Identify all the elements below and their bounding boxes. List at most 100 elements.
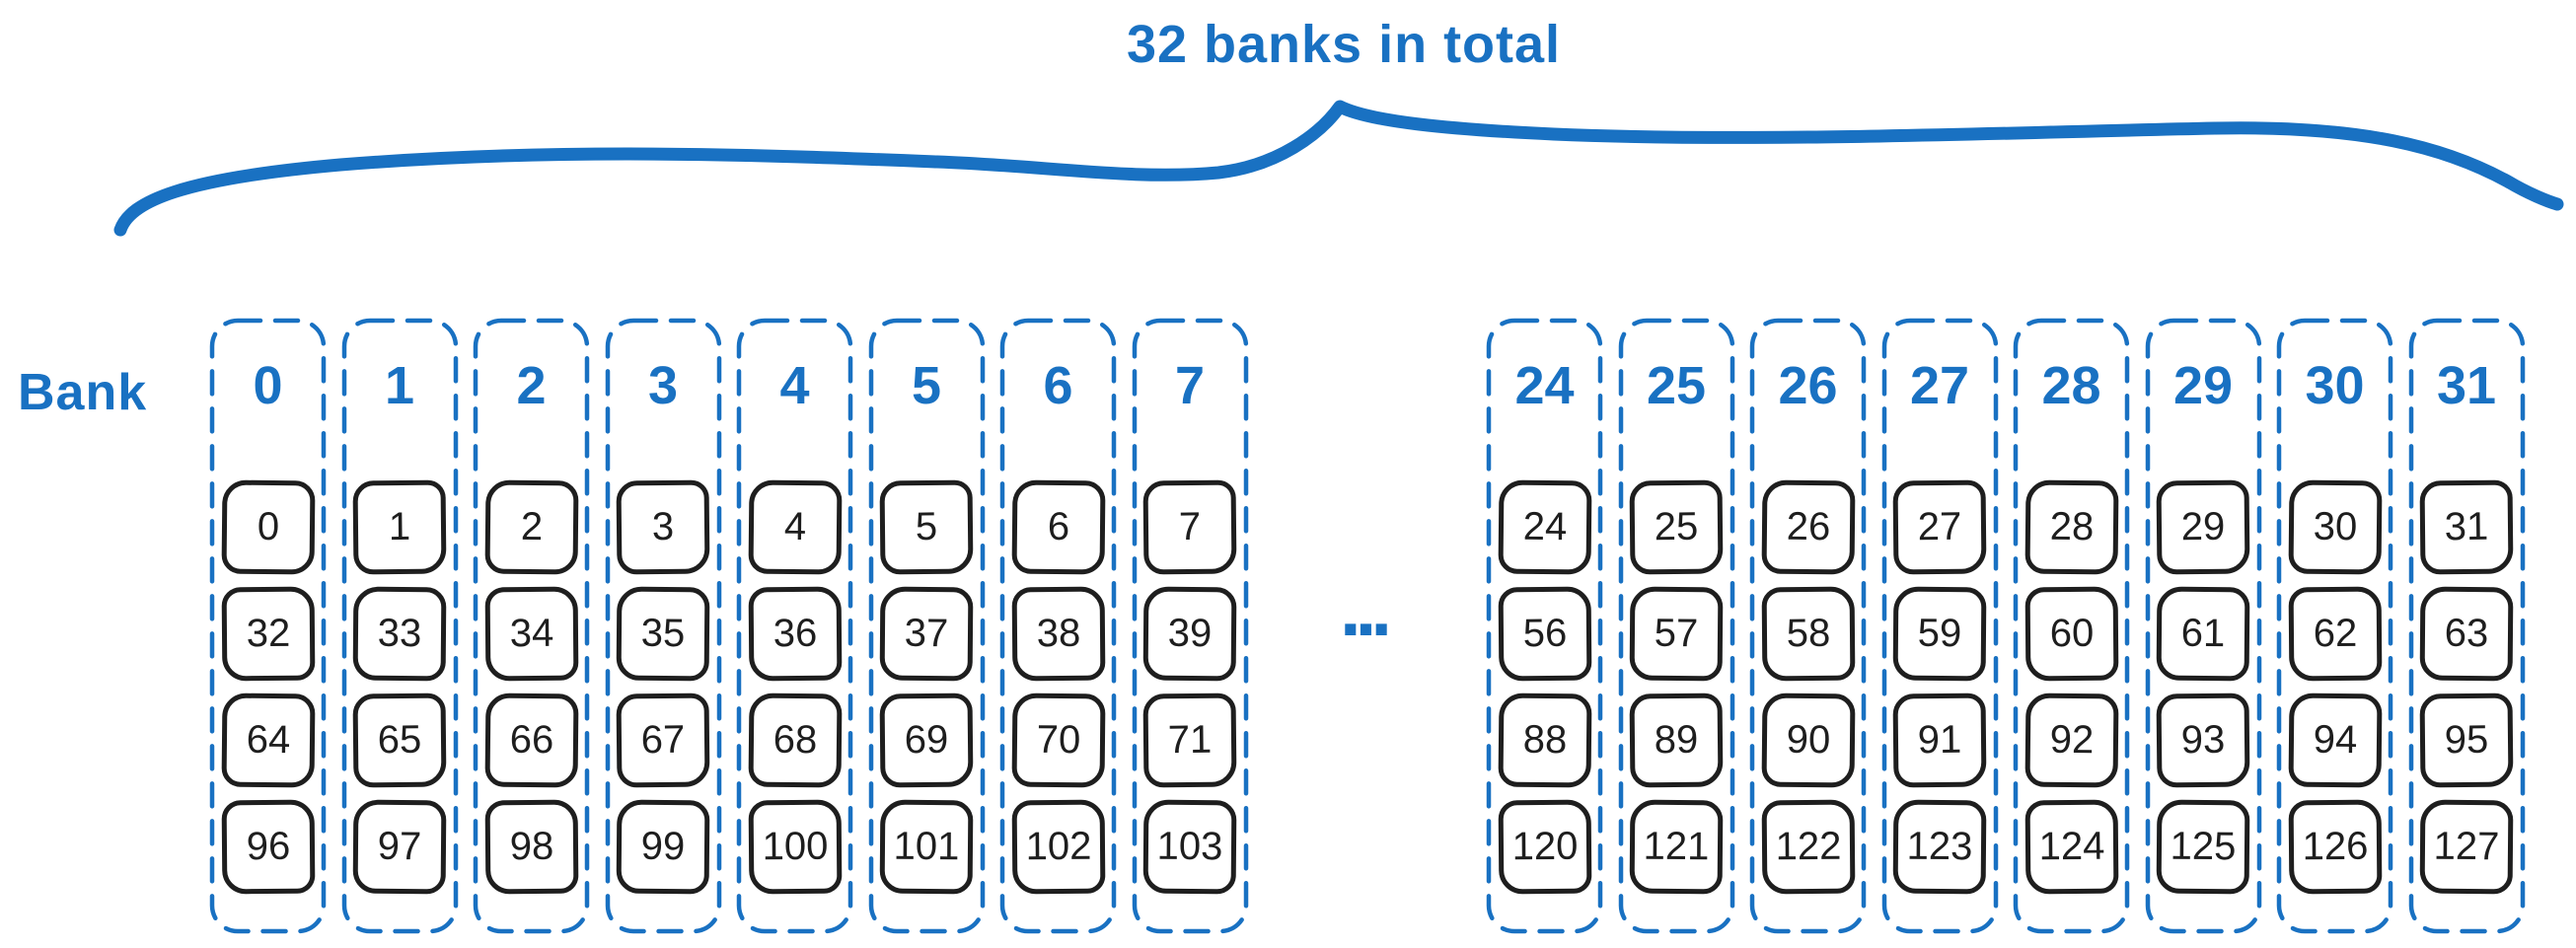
bank-number-label: 26: [1778, 356, 1838, 415]
memory-address-cell: 71: [1142, 693, 1237, 788]
bank-column-dashed-outline: [209, 318, 327, 934]
bank-column: 27 27 59 91 123: [1881, 318, 1999, 934]
ellipsis: ...: [1340, 565, 1392, 652]
memory-address-cell: 99: [616, 799, 710, 895]
memory-address-cell: 93: [2156, 693, 2250, 788]
memory-address-cell: 39: [1142, 586, 1237, 682]
memory-address-cell: 67: [616, 693, 710, 788]
memory-address-cell: 35: [616, 586, 710, 682]
memory-address-cell: 125: [2156, 799, 2250, 895]
memory-address-cell: 32: [221, 586, 315, 682]
memory-address-cell: 60: [2024, 586, 2118, 682]
memory-address-cell: 68: [748, 693, 842, 788]
memory-address-cell: 66: [484, 693, 578, 788]
memory-address-cell: 34: [484, 586, 578, 682]
bank-column-dashed-outline: [605, 318, 721, 934]
bank-number-label: 30: [2305, 356, 2365, 415]
memory-address-cell: 36: [748, 586, 842, 682]
bank-column-dashed-outline: [1132, 318, 1248, 934]
bank-number-label: 0: [253, 356, 283, 415]
memory-address-cell: 56: [1498, 586, 1591, 682]
bank-number-label: 1: [384, 356, 415, 415]
bank-number-label: 24: [1514, 356, 1575, 415]
bank-column-dashed-outline: [999, 318, 1117, 934]
bank-column-dashed-outline: [473, 318, 590, 934]
memory-address-cell: 33: [352, 586, 447, 682]
memory-address-cell: 127: [2419, 799, 2514, 895]
memory-address-cell: 58: [1761, 586, 1855, 682]
bank-cells: 25 57 89 121: [1618, 479, 1735, 895]
memory-address-cell: 61: [2156, 586, 2250, 682]
memory-address-cell: 91: [1892, 693, 1987, 788]
memory-address-cell: 28: [2024, 479, 2118, 575]
memory-address-cell: 97: [352, 799, 447, 895]
bank-cells: 24 56 88 120: [1486, 479, 1603, 895]
bank-column-dashed-outline: [736, 318, 853, 934]
bank-number-label: 28: [2041, 356, 2101, 415]
bank-column: 26 26 58 90 122: [1749, 318, 1867, 934]
memory-address-cell: 101: [879, 799, 974, 895]
bank-column: 24 24 56 88 120: [1486, 318, 1603, 934]
bank-column-dashed-outline: [1749, 318, 1867, 934]
bank-column-dashed-outline: [2408, 318, 2525, 934]
bank-cells: 26 58 90 122: [1749, 479, 1867, 895]
bank-number-label: 29: [2172, 356, 2234, 415]
memory-address-cell: 57: [1629, 586, 1724, 682]
memory-address-cell: 70: [1011, 693, 1105, 788]
memory-address-cell: 98: [484, 799, 578, 895]
bank-number-label: 7: [1174, 356, 1206, 415]
memory-address-cell: 63: [2419, 586, 2514, 682]
memory-address-cell: 31: [2419, 479, 2514, 575]
bank-number-label: 2: [516, 356, 547, 415]
memory-address-cell: 62: [2288, 586, 2382, 682]
bank-column-dashed-outline: [1881, 318, 1998, 934]
memory-address-cell: 38: [1011, 586, 1105, 682]
memory-address-cell: 95: [2419, 693, 2514, 788]
memory-address-cell: 121: [1629, 799, 1724, 895]
memory-address-cell: 90: [1761, 693, 1855, 788]
memory-address-cell: 122: [1761, 799, 1855, 895]
memory-address-cell: 6: [1011, 479, 1105, 575]
bank-column-dashed-outline: [868, 318, 985, 934]
memory-address-cell: 89: [1629, 693, 1724, 788]
memory-address-cell: 96: [221, 799, 315, 895]
memory-address-cell: 126: [2288, 799, 2382, 895]
memory-address-cell: 123: [1892, 799, 1987, 895]
memory-address-cell: 37: [879, 586, 974, 682]
bank-number-label: 27: [1909, 356, 1970, 415]
memory-address-cell: 92: [2024, 693, 2118, 788]
bank-number-label: 25: [1646, 356, 1707, 415]
memory-address-cell: 27: [1892, 479, 1987, 575]
memory-address-cell: 26: [1761, 479, 1855, 575]
memory-address-cell: 94: [2288, 693, 2382, 788]
memory-address-cell: 25: [1629, 479, 1724, 575]
memory-address-cell: 120: [1498, 799, 1591, 895]
memory-address-cell: 88: [1498, 693, 1591, 788]
bank-group-24-31: 24 24 56 88 120 25 25 57 89 121 26 26 58 90 122 27 27 59 9…: [1486, 318, 2526, 934]
memory-address-cell: 24: [1498, 479, 1591, 575]
bank-number-label: 3: [647, 356, 679, 415]
memory-address-cell: 59: [1892, 586, 1987, 682]
memory-address-cell: 1: [352, 479, 447, 575]
bank-column-dashed-outline: [341, 318, 458, 934]
memory-address-cell: 103: [1142, 799, 1237, 895]
memory-address-cell: 69: [879, 693, 974, 788]
page-title: 32 banks in total: [1126, 15, 1562, 74]
